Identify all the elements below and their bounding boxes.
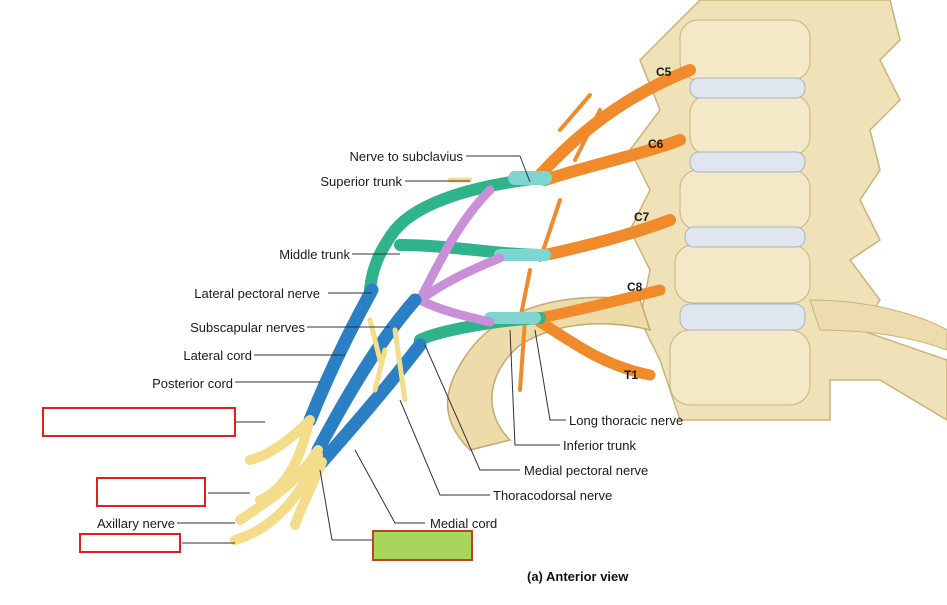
answer-box-1[interactable] xyxy=(42,407,236,437)
label-middle-trunk: Middle trunk xyxy=(279,247,350,262)
label-c7: C7 xyxy=(634,210,650,224)
cords xyxy=(303,283,427,469)
leader-lines xyxy=(177,155,566,544)
posterior-divisions xyxy=(415,185,505,327)
label-nerve-to-subclavius: Nerve to subclavius xyxy=(349,149,463,164)
label-medial-cord: Medial cord xyxy=(430,516,498,531)
nerve-roots xyxy=(518,64,696,392)
answer-box-4[interactable] xyxy=(372,530,473,561)
figure-caption: (a) Anterior view xyxy=(527,569,629,584)
label-superior-trunk: Superior trunk xyxy=(320,174,402,189)
label-c6: C6 xyxy=(648,137,664,151)
label-c5: C5 xyxy=(656,65,672,79)
trunks xyxy=(364,171,552,346)
answer-box-2[interactable] xyxy=(96,477,206,507)
label-posterior-cord: Posterior cord xyxy=(152,376,233,391)
label-thoracodorsal-nerve: Thoracodorsal nerve xyxy=(493,488,613,503)
label-axillary-nerve: Axillary nerve xyxy=(96,516,175,531)
label-lateral-cord: Lateral cord xyxy=(183,348,252,363)
label-subscapular-nerves: Subscapular nerves xyxy=(190,320,305,335)
label-inferior-trunk: Inferior trunk xyxy=(563,438,636,453)
terminal-nerves xyxy=(230,177,473,545)
label-long-thoracic-nerve: Long thoracic nerve xyxy=(569,413,684,428)
vertebral-column xyxy=(629,0,947,421)
label-t1: T1 xyxy=(624,368,639,382)
label-medial-pectoral-nerve: Medial pectoral nerve xyxy=(524,463,649,478)
label-c8: C8 xyxy=(627,280,643,294)
label-lateral-pectoral-nerve: Lateral pectoral nerve xyxy=(194,286,320,301)
answer-box-3[interactable] xyxy=(79,533,181,553)
